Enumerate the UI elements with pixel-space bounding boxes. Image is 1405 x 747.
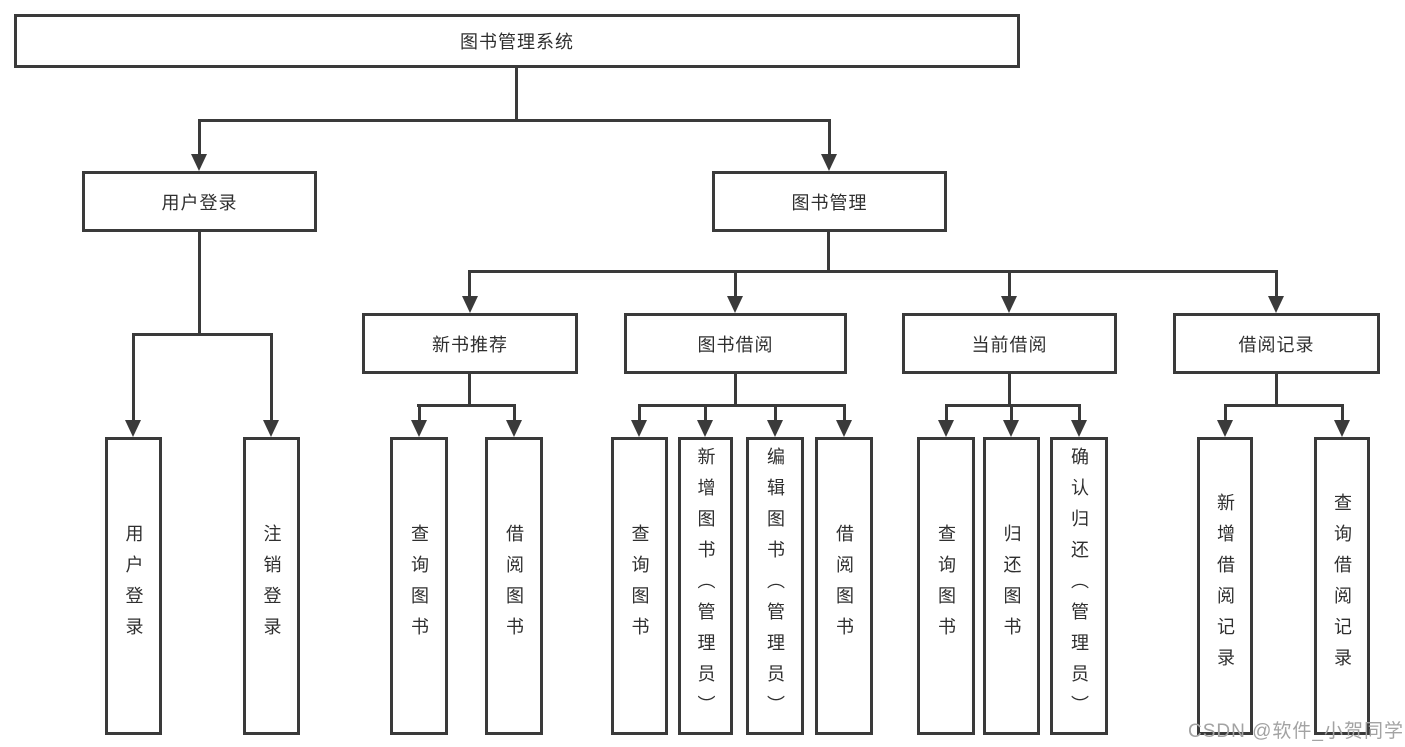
node-confirm-return-admin: 确认归还（管理员） [1050,437,1108,735]
connector-drop-book-mgmt [828,119,831,155]
node-return-books-label: 归还图书 [1001,524,1022,648]
connector-drop-login-leaf [132,333,135,421]
connector-borrow-records-stem [1275,374,1278,406]
arrowhead-query1 [411,420,427,437]
node-confirm-return-admin-label: 确认归还（管理员） [1069,446,1089,726]
node-borrow-books-2: 借阅图书 [815,437,873,735]
node-query-books-2: 查询图书 [611,437,668,735]
connector-drop-borrow1 [513,404,516,421]
arrowhead-user-login [191,154,207,171]
connector-drop-query1 [418,404,421,421]
connector-drop-book-borrow [734,270,737,297]
connector-book-mgmt-stem [827,232,830,272]
connector-drop-logout-leaf [270,333,273,421]
arrowhead-query3 [938,420,954,437]
node-book-borrow: 图书借阅 [624,313,847,374]
connector-drop-query3 [945,404,948,421]
arrowhead-book-borrow [727,296,743,313]
node-root: 图书管理系统 [14,14,1020,68]
connector-new-book-stem [468,374,471,406]
node-current-borrow: 当前借阅 [902,313,1117,374]
watermark-text: CSDN @软件_小贺同学 [1188,721,1404,742]
arrowhead-query-record [1334,420,1350,437]
connector-current-borrow-stem [1008,374,1011,406]
connector-drop-add-book [704,404,707,421]
node-new-book-recommend-label: 新书推荐 [432,334,508,355]
node-user-login: 用户登录 [82,171,317,232]
arrowhead-logout-leaf [263,420,279,437]
node-query-books-3-label: 查询图书 [936,524,956,648]
node-book-management-label: 图书管理 [791,192,868,213]
node-new-book-recommend: 新书推荐 [362,313,578,374]
connector-drop-user-login [198,119,201,155]
node-add-borrow-record: 新增借阅记录 [1197,437,1253,735]
node-book-management: 图书管理 [712,171,947,232]
node-logout-label: 注销登录 [261,524,282,648]
node-query-borrow-record-label: 查询借阅记录 [1332,493,1352,679]
arrowhead-add-book [697,420,713,437]
arrowhead-query2 [631,420,647,437]
arrowhead-login-leaf [125,420,141,437]
node-book-borrow-label: 图书借阅 [697,334,774,355]
connector-drop-query-record [1341,404,1344,421]
connector-borrow-records-hbar [1224,404,1344,407]
connector-drop-borrow2 [843,404,846,421]
arrowhead-current-borrow [1001,296,1017,313]
node-user-login-label: 用户登录 [161,192,238,213]
node-current-borrow-label: 当前借阅 [971,334,1048,355]
connector-drop-query2 [638,404,641,421]
node-user-login-leaf-label: 用户登录 [123,524,144,648]
connector-drop-return-book [1010,404,1013,421]
connector-drop-borrow-records [1275,270,1278,297]
connector-book-mgmt-hbar [469,270,1278,273]
arrowhead-book-mgmt [821,154,837,171]
node-user-login-leaf: 用户登录 [105,437,162,735]
connector-book-borrow-stem [734,374,737,406]
arrowhead-edit-book [767,420,783,437]
node-query-books-1: 查询图书 [390,437,448,735]
connector-drop-current-borrow [1008,270,1011,297]
connector-user-login-hbar [132,333,273,336]
connector-drop-confirm-return [1078,404,1081,421]
node-borrow-books-1-label: 借阅图书 [504,524,524,648]
connector-drop-new-book [468,270,471,297]
connector-drop-add-record [1224,404,1227,421]
node-add-borrow-record-label: 新增借阅记录 [1215,493,1235,679]
node-borrow-books-1: 借阅图书 [485,437,543,735]
node-borrow-records: 借阅记录 [1173,313,1380,374]
connector-root-stem [515,68,518,122]
arrowhead-borrow-records [1268,296,1284,313]
node-borrow-records-label: 借阅记录 [1238,334,1315,355]
node-query-books-3: 查询图书 [917,437,975,735]
arrowhead-add-record [1217,420,1233,437]
node-logout: 注销登录 [243,437,300,735]
node-root-label: 图书管理系统 [460,32,574,52]
node-query-books-2-label: 查询图书 [629,524,650,648]
node-add-books-admin-label: 新增图书（管理员） [695,446,716,726]
node-borrow-books-2-label: 借阅图书 [834,524,854,648]
connector-new-book-hbar [417,404,516,407]
connector-current-borrow-hbar [945,404,1081,407]
node-query-books-1-label: 查询图书 [409,524,429,648]
connector-user-login-stem [198,232,201,336]
arrowhead-borrow1 [506,420,522,437]
arrowhead-confirm-return [1071,420,1087,437]
connector-root-hbar [198,119,831,122]
node-query-borrow-record: 查询借阅记录 [1314,437,1370,735]
arrowhead-borrow2 [836,420,852,437]
node-add-books-admin: 新增图书（管理员） [678,437,733,735]
node-edit-books-admin-label: 编辑图书（管理员） [765,446,785,726]
arrowhead-new-book [462,296,478,313]
connector-book-borrow-hbar [638,404,846,407]
node-edit-books-admin: 编辑图书（管理员） [746,437,804,735]
connector-drop-edit-book [774,404,777,421]
node-return-books: 归还图书 [983,437,1040,735]
arrowhead-return-book [1003,420,1019,437]
